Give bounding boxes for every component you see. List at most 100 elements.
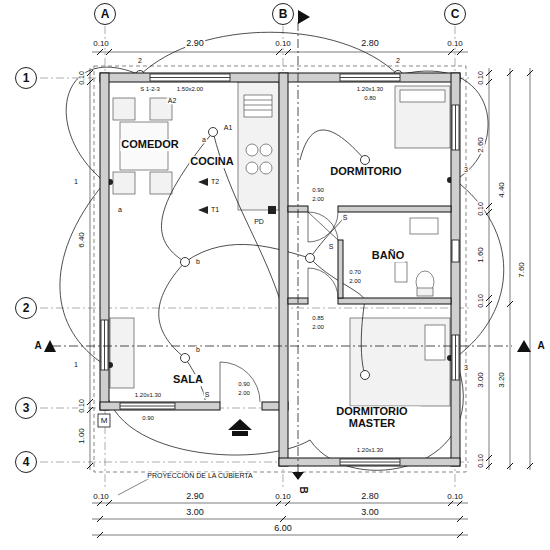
section-marker [44, 340, 56, 352]
wall [100, 402, 220, 410]
plan-annotation: S [328, 243, 335, 250]
furniture [113, 172, 135, 194]
furniture [244, 110, 272, 111]
furniture [244, 105, 272, 106]
roof-projection [94, 66, 466, 472]
section-marker [517, 340, 531, 352]
dimension-tick [507, 301, 513, 307]
lamp-symbol [361, 371, 370, 380]
furniture [110, 318, 134, 388]
dimension-tick [486, 463, 492, 469]
room-name: COCINA [189, 156, 234, 168]
dimension-text: 6.40 [78, 231, 86, 249]
plan-annotation: A2 [167, 97, 178, 104]
window [340, 77, 400, 78]
dimension-text: 0.10 [446, 493, 464, 501]
furniture [150, 172, 172, 194]
section-line [298, 22, 299, 478]
dimension-tick [97, 516, 103, 522]
dimension-text: 2.90 [185, 39, 205, 48]
room-name: BAÑO [371, 250, 405, 262]
plan-annotation: 1.20x1.30 [356, 86, 384, 92]
dimension-text: 2.00 [311, 196, 325, 202]
dimension-tick [457, 516, 463, 522]
furniture [244, 95, 272, 117]
plan-annotation: 2 [137, 57, 143, 64]
furniture [410, 218, 438, 234]
section-line [52, 346, 512, 347]
axis-label: 4 [23, 455, 30, 469]
wall [279, 458, 460, 466]
dimension-tick [87, 70, 93, 76]
dimension-text: 2.00 [348, 278, 362, 284]
plan-annotation: b [195, 346, 201, 353]
furniture [238, 82, 279, 210]
window [150, 77, 230, 78]
furniture [246, 144, 258, 156]
dimension-text: 1.60 [477, 246, 485, 264]
dimension-tick [87, 79, 93, 85]
grid-axis-bubble: 1 [15, 67, 37, 89]
grid-axis-bubble: 4 [15, 451, 37, 473]
axis-label: 1 [23, 71, 30, 85]
outlet-symbol [198, 178, 208, 186]
axis-label: 3 [23, 401, 30, 415]
plan-annotation: 1.20x1.30 [356, 447, 384, 453]
dimension-text: 3.00 [477, 371, 485, 389]
dimension-line [92, 519, 468, 520]
furniture [400, 90, 445, 102]
dimension-text: 3.00 [360, 508, 380, 517]
room-name: A [33, 341, 42, 352]
furniture [113, 98, 135, 120]
plan-annotation: PD [253, 218, 265, 225]
lamp-symbol [306, 254, 315, 263]
plan-annotation: T2 [210, 178, 220, 185]
dimension-text: 7.60 [518, 261, 526, 279]
wiring-circuit [161, 132, 213, 262]
entrance-arrow [228, 419, 252, 436]
furniture [395, 262, 407, 282]
grid-axis-bubble: A [94, 3, 116, 25]
plan-annotation: S 1-2-3 [139, 86, 161, 92]
dimension-text: 0.10 [446, 40, 464, 48]
wiring-circuit [398, 71, 488, 180]
dimension-text: 0.10 [274, 40, 292, 48]
door-swing [308, 212, 338, 242]
dimension-line [489, 68, 490, 470]
plan-annotation: 3 [463, 364, 469, 371]
dimension-text: 0.10 [92, 40, 110, 48]
dimension-tick [457, 532, 463, 538]
plan-annotation: T1 [210, 206, 220, 213]
furniture [395, 86, 450, 148]
window [104, 320, 105, 370]
window [455, 335, 456, 380]
window [120, 406, 175, 407]
dimension-tick [527, 463, 533, 469]
dimension-tick [486, 203, 492, 209]
wiring-circuit [455, 180, 504, 358]
grid-line [40, 26, 470, 490]
wiring-circuit [361, 300, 365, 375]
room-name: COMEDOR [120, 139, 179, 151]
dimension-text: 3.20 [498, 371, 506, 389]
dimension-text: 0.80 [363, 95, 377, 101]
dimension-tick [486, 295, 492, 301]
dimension-tick [87, 407, 93, 413]
furniture [417, 288, 433, 296]
door-swing [220, 362, 260, 402]
wall [279, 73, 288, 466]
window [452, 105, 459, 150]
dimension-tick [507, 463, 513, 469]
dimension-text: 0.90 [237, 381, 251, 387]
plan-annotation: 2 [395, 57, 401, 64]
dimension-tick [457, 49, 463, 55]
window [340, 459, 400, 465]
wiring-circuit [185, 244, 310, 262]
dimension-text: 6.00 [273, 524, 293, 533]
room-name: SALA [172, 374, 204, 386]
door-swing [220, 212, 338, 402]
furniture [260, 144, 272, 156]
door-swing [308, 212, 338, 240]
wall [338, 206, 451, 212]
